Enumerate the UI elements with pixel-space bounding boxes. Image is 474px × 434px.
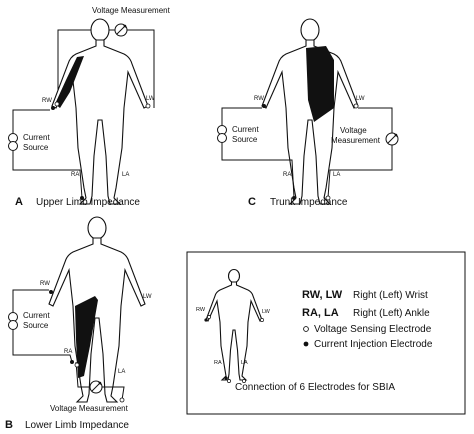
- panel-a-rw-label: RW: [42, 98, 52, 104]
- panel-a-voltage-label: Voltage Measurement: [92, 6, 171, 15]
- panel-a-person-figure: [51, 18, 149, 205]
- panel-b-current-label-2: Source: [23, 321, 49, 330]
- legend-electrode-lw: [260, 318, 264, 322]
- panel-c-voltage-label-1: Voltage: [340, 126, 367, 135]
- panel-c-electrode-ra: [292, 196, 296, 200]
- panel-a-caption: Upper Limb Impedance: [36, 197, 140, 208]
- panel-b-voltage-wire-left: [75, 361, 90, 388]
- panel-c-caption: Trunk Impedance: [270, 197, 348, 208]
- legend-current-text: Current Injection Electrode: [314, 339, 433, 350]
- panel-a-la-label: LA: [122, 172, 129, 178]
- panel-a-voltage-wire-right: [127, 29, 155, 108]
- panel-b-shaded-leg: [75, 296, 98, 378]
- panel-c-voltage-wire-bottom: [327, 145, 393, 199]
- panel-a-shaded-arm: [55, 56, 84, 108]
- panel-a-electrode-lw: [145, 103, 151, 109]
- legend-lw-label: LW: [262, 309, 271, 315]
- panel-b-lw-label: LW: [143, 294, 152, 300]
- panel-b-current-source-icon: [8, 312, 18, 330]
- panel-b-letter: B: [5, 419, 13, 431]
- panel-b-electrode-ra-current: [70, 360, 74, 364]
- panel-b-rw-label: RW: [40, 281, 50, 287]
- panel-c-person-figure: [261, 18, 359, 205]
- panel-a-voltmeter-icon: [114, 23, 128, 37]
- legend-la-label: LA: [241, 360, 248, 366]
- panel-c-current-wire-top: [221, 107, 262, 125]
- panel-a-electrode-ra: [80, 196, 84, 200]
- panel-c-current-label-1: Current: [232, 125, 259, 134]
- panel-b-current-wire-bottom: [12, 330, 73, 363]
- legend-electrode-ra-current: [224, 376, 228, 380]
- panel-b-current-wire-top: [12, 289, 49, 312]
- panel-b-person-figure: [48, 216, 146, 403]
- panel-c-voltmeter-icon: [385, 132, 399, 146]
- panel-c: Current Source Voltage Measurement RW LW…: [217, 18, 399, 208]
- panel-c-ra-label: RA: [283, 172, 291, 178]
- panel-b-voltage-wire-right: [102, 386, 125, 401]
- panel-b-voltage-label: Voltage Measurement: [50, 404, 129, 413]
- panel-c-electrode-lw: [353, 103, 359, 109]
- legend-electrode-la: [242, 379, 246, 383]
- panel-b-electrode-la: [119, 397, 125, 403]
- panel-c-letter: C: [248, 196, 256, 208]
- legend-electrode-rw-voltage: [207, 315, 211, 319]
- panel-c-electrode-rw: [262, 104, 266, 108]
- panel-a-current-label-2: Source: [23, 143, 49, 152]
- panel-a-current-wire-top: [12, 109, 50, 133]
- legend-electrode-ra-voltage: [227, 379, 231, 383]
- panel-c-electrode-la: [325, 195, 331, 201]
- legend-voltage-text: Voltage Sensing Electrode: [314, 324, 432, 335]
- panel-a-electrode-rw-voltage: [54, 101, 60, 107]
- panel-a-current-wire-bottom: [12, 151, 83, 199]
- panel-a-letter: A: [15, 196, 23, 208]
- panel-c-voltage-wire-top: [358, 107, 393, 133]
- panel-b-la-label: LA: [118, 369, 125, 375]
- panel-b: Current Source Voltage Measurement RW LW…: [5, 216, 152, 431]
- legend-rw-lw-text: Right (Left) Wrist: [353, 290, 428, 301]
- panel-a: Voltage Measurement Current Source RW LW…: [8, 6, 171, 208]
- legend-ra-la-abbr: RA, LA: [302, 307, 339, 319]
- legend-open-circle-icon: [303, 326, 309, 332]
- legend-rw-lw-abbr: RW, LW: [302, 289, 343, 301]
- panel-c-voltage-label-2: Measurement: [331, 136, 381, 145]
- legend-box: RW LW RA LA RW, LW Right (Left) Wrist RA…: [186, 251, 466, 415]
- legend-filled-circle-icon: [303, 341, 309, 347]
- panel-a-current-source-icon: [8, 133, 18, 151]
- panel-a-current-label-1: Current: [23, 133, 50, 142]
- panel-c-current-label-2: Source: [232, 135, 258, 144]
- legend-ra-label: RA: [214, 360, 222, 366]
- panel-c-shaded-trunk: [306, 46, 334, 122]
- panel-b-electrode-ra-voltage: [74, 362, 80, 368]
- panel-b-voltmeter-icon: [89, 380, 103, 394]
- panel-c-la-label: LA: [333, 172, 340, 178]
- panel-c-rw-label: RW: [254, 96, 264, 102]
- panel-c-current-wire-bottom: [221, 143, 295, 199]
- panel-b-caption: Lower Limb Impedance: [25, 420, 129, 431]
- legend-electrode-rw-current: [204, 318, 208, 322]
- panel-a-ra-label: RA: [71, 172, 79, 178]
- legend-ra-la-text: Right (Left) Ankle: [353, 308, 430, 319]
- panel-a-lw-label: LW: [146, 96, 155, 102]
- legend-footer: Connection of 6 Electrodes for SBIA: [235, 382, 395, 393]
- panel-b-electrode-rw: [49, 290, 53, 294]
- legend-rw-label: RW: [196, 307, 206, 313]
- panel-b-ra-label: RA: [64, 349, 72, 355]
- panel-a-electrode-rw-current: [51, 106, 55, 110]
- panel-b-current-label-1: Current: [23, 311, 50, 320]
- panel-c-current-source-icon: [217, 125, 227, 143]
- panel-c-lw-label: LW: [356, 96, 365, 102]
